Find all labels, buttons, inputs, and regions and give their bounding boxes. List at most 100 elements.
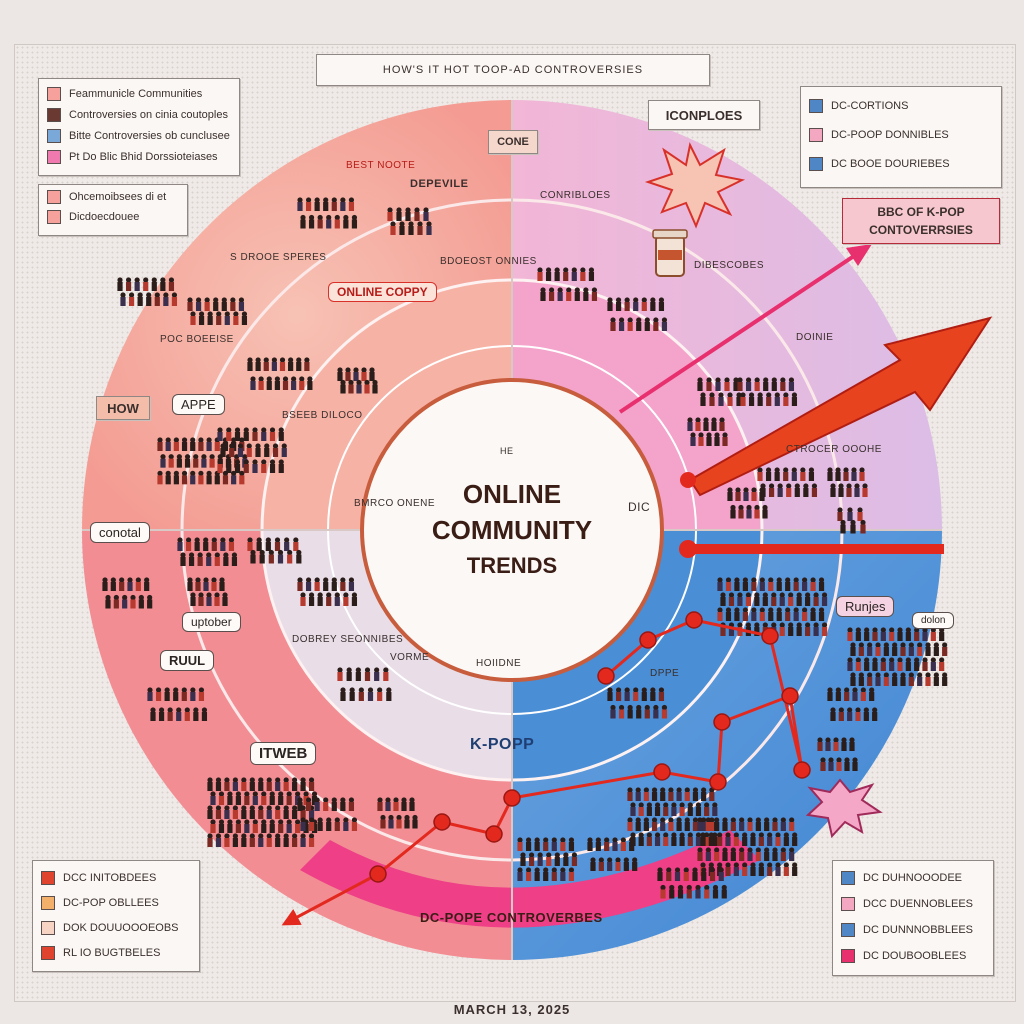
legend-label: DC DUHNOOODEE <box>863 872 963 884</box>
legend-label: Ohcemoibsees di et <box>69 191 167 203</box>
crowd-group <box>297 197 358 229</box>
crowd-group <box>217 427 287 473</box>
crowd-illustrations <box>102 197 948 899</box>
legend-label: Dicdoecdouee <box>69 211 140 223</box>
trend-point <box>793 761 811 779</box>
legend-row: DC-CORTIONS <box>801 91 1001 120</box>
label-hoiidne: HOIIDNE <box>476 658 522 669</box>
legend-row: Dicdoecdouee <box>39 207 187 227</box>
trend-point <box>597 667 615 685</box>
center-title-line1: ONLINE <box>462 479 562 509</box>
cone-tag: CONE <box>488 130 538 154</box>
legend-label: Controversies on cinia coutoples <box>69 108 228 121</box>
crowd-group <box>607 297 668 331</box>
trend-point <box>369 865 387 883</box>
legend-label: DC DUNNNOBBLEES <box>863 924 974 936</box>
iconploes-label: ICONPLOES <box>665 107 743 123</box>
trend-point <box>653 763 671 781</box>
pink-arrow-head <box>846 244 872 266</box>
legend-swatch <box>47 210 61 224</box>
legend-swatch <box>47 86 61 101</box>
crowd-group <box>607 687 668 719</box>
header-box: HOW'S IT HOT TOOP-AD CONTROVERSIES <box>316 54 710 86</box>
legend-label: DC-CORTIONS <box>831 99 909 112</box>
legend-row: Ohcemoibsees di et <box>39 187 187 207</box>
label-bmrco: BMRCO ONENE <box>354 498 436 509</box>
label-conribloes: CONRIBLOES <box>540 190 611 201</box>
trend-point <box>639 631 657 649</box>
crowd-group <box>247 537 302 564</box>
legend-label: DOK DOUUOOOEOBS <box>63 921 179 934</box>
starburst-bottom <box>805 778 883 839</box>
crowd-group <box>177 537 238 566</box>
crowd-group <box>687 417 728 446</box>
coffee-cup-icon <box>652 229 688 277</box>
trend-point <box>503 789 521 807</box>
label-dolnie: DOINIE <box>796 332 834 343</box>
crowd-group <box>727 487 768 519</box>
label-ctrocer: CTROCER OOOHE <box>786 444 882 455</box>
label-dobrey: DOBREY SEONNIBES <box>292 634 404 645</box>
how-label: HOW <box>107 400 139 416</box>
legend-swatch <box>841 949 855 963</box>
trend-point <box>685 611 703 629</box>
crowd-group <box>517 837 578 881</box>
legend-swatch <box>809 98 823 113</box>
crowd-group <box>587 837 638 871</box>
center-title-line3: TRENDS <box>466 553 558 578</box>
crowd-group <box>657 867 727 899</box>
crowd-group <box>187 577 228 606</box>
trend-point <box>781 687 799 705</box>
trend-point <box>433 813 451 831</box>
label-vorme: VORME <box>390 652 430 663</box>
bottom-band-label: DC-POPE CONTROVERBES <box>420 910 603 925</box>
legend-row: Pt Do Blic Bhid Dorssioteiases <box>39 146 239 167</box>
legend-swatch <box>47 149 61 164</box>
trend-point <box>761 627 779 645</box>
cone-label: CONE <box>497 136 529 148</box>
crowd-group <box>207 777 318 847</box>
legend-swatch <box>809 127 823 142</box>
legend-row: RL IO BUGTBELES <box>33 940 199 965</box>
online-copy-tag: ONLINE COPPY <box>328 282 437 302</box>
label-dibescobes: DIBESCOBES <box>694 260 765 271</box>
legend-label: RL IO BUGTBELES <box>63 946 161 959</box>
bar-start-dot <box>679 540 697 558</box>
legend-row: DC DUHNOOODEE <box>833 865 993 891</box>
legend-row: Feammunicle Communities <box>39 83 239 104</box>
legend-label: DC BOOE DOURIEBES <box>831 157 950 170</box>
crowd-group <box>827 687 878 721</box>
crowd-group <box>717 577 828 636</box>
label-poc-boeeise: POC BOEEISE <box>160 334 234 345</box>
crowd-group <box>737 377 798 406</box>
label-best-noote: BEST NOOTE <box>346 160 416 171</box>
dolon-tag: dolon <box>912 612 955 629</box>
legend-row: DOK DOUUOOOEOBS <box>33 915 199 940</box>
legend-label: DCC DUENNOBLEES <box>863 898 974 910</box>
itweb-tag: ITWEB <box>250 742 317 765</box>
legend-row: DC-POP OBLLEES <box>33 890 199 915</box>
legend-row: DC BOOE DOURIEBES <box>801 149 1001 178</box>
crowd-group <box>387 207 432 235</box>
crowd-group <box>187 297 248 325</box>
trend-point <box>485 825 503 843</box>
legend-label: DC DOUBOOBLEES <box>863 950 967 962</box>
trend-tail-arrow <box>281 872 379 926</box>
center-small-label: HE <box>500 446 514 456</box>
legend-top-left-2: Ohcemoibsees di et Dicdoecdouee <box>38 184 188 236</box>
date-label: MARCH 13, 2025 <box>453 1002 571 1017</box>
bottom-band <box>300 830 760 928</box>
appe-tag: APPE <box>172 394 225 415</box>
legend-row: DC DUNNNOBBLEES <box>833 917 993 943</box>
center-title: ONLINE COMMUNITY TRENDS <box>402 476 622 584</box>
legend-swatch <box>841 871 855 885</box>
header-title: HOW'S IT HOT TOOP-AD CONTROVERSIES <box>382 64 644 76</box>
legend-bottom-right: DC DUHNOOODEE DCC DUENNOBLEES DC DUNNNOBBL… <box>832 860 994 976</box>
crowd-group <box>337 367 378 394</box>
kpop-box-line2: CONTOVERRSIES <box>869 223 973 237</box>
crowd-group <box>117 277 178 306</box>
crowd-group <box>537 267 598 301</box>
legend-swatch <box>841 923 855 937</box>
crowd-group <box>627 787 718 846</box>
